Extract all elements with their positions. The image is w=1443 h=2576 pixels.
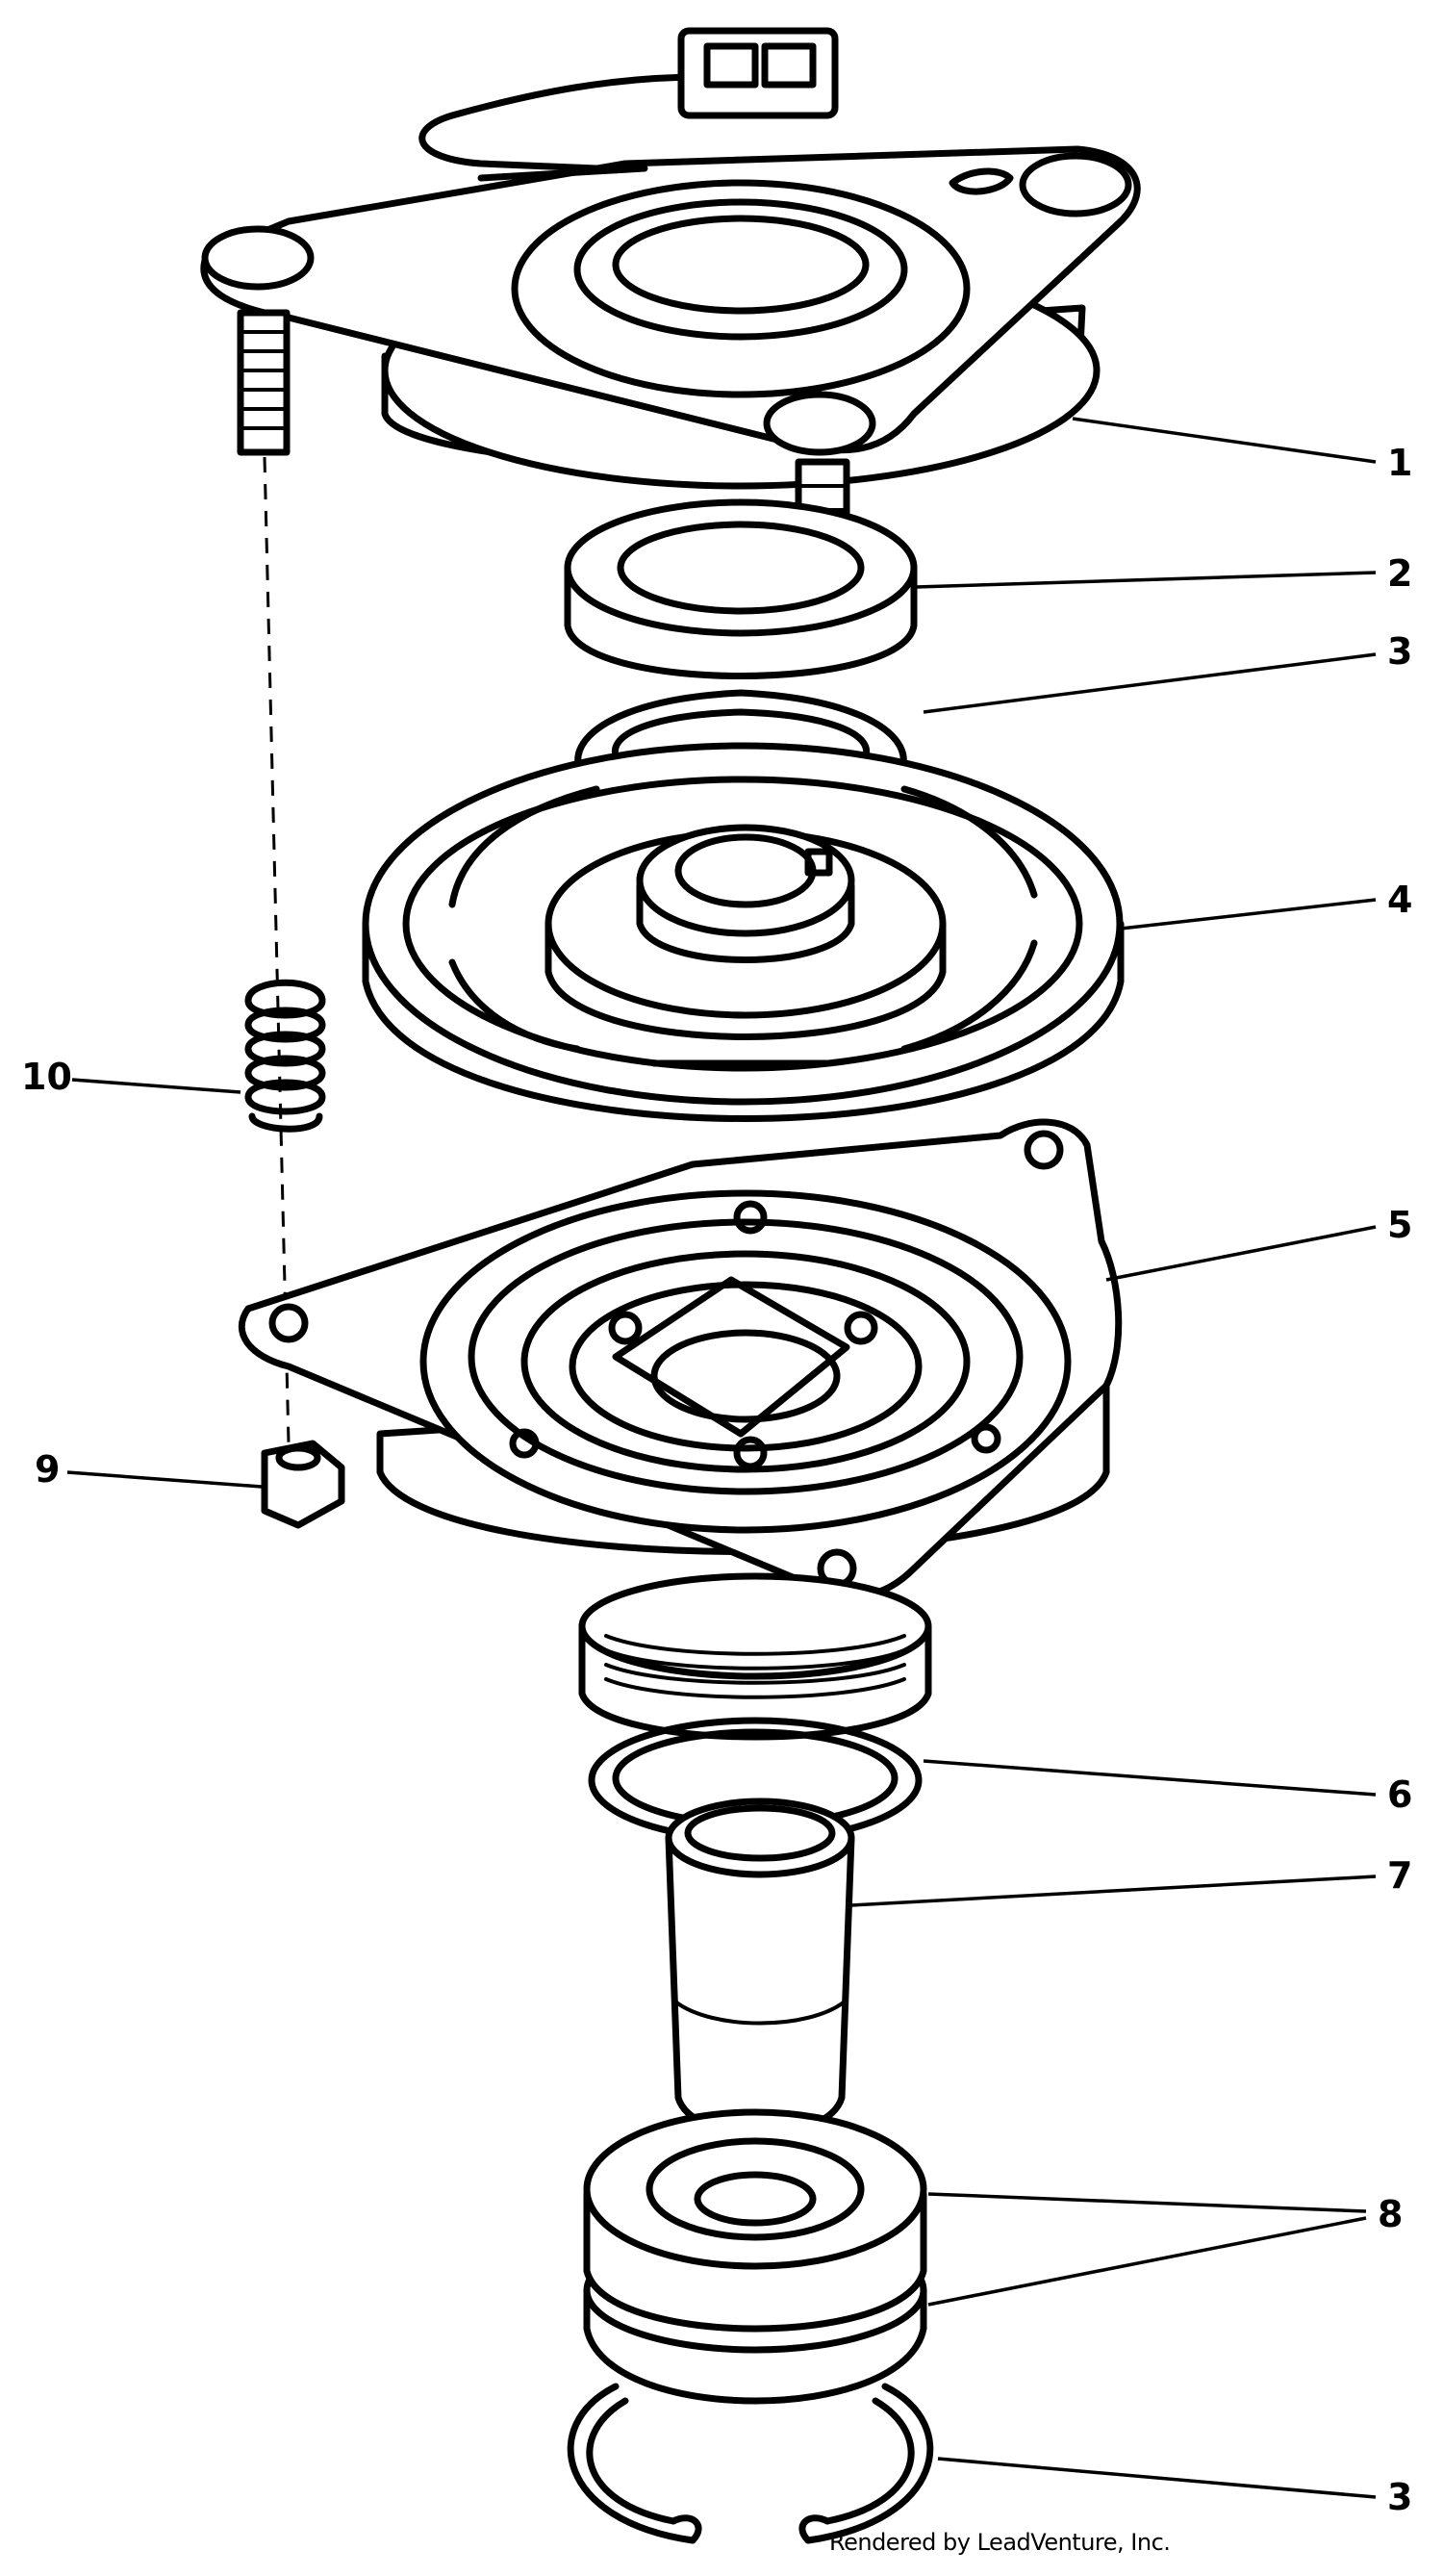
part-8-bearings [583,2108,927,2405]
callout-2: 2 [1387,552,1413,595]
callout-4: 4 [1387,879,1413,921]
callout-3-upper: 3 [1387,630,1413,673]
callout-5: 5 [1387,1204,1413,1246]
callout-6: 6 [1387,1773,1413,1816]
callout-10: 10 [21,1056,72,1098]
callout-8: 8 [1378,2193,1404,2235]
callout-9: 9 [35,1448,61,1491]
callout-3-lower: 3 [1387,2476,1413,2518]
part-4-rotor [362,742,1125,1122]
callout-7: 7 [1387,1854,1413,1897]
part-9-nut [261,1440,345,1529]
part-2-bearing [564,498,918,679]
leader-lines [66,417,1377,2499]
part-5-brake-plate [238,1118,1123,1599]
render-credit: Rendered by LeadVenture, Inc. [829,2529,1171,2556]
part-1-field-housing [200,27,1141,634]
callout-1: 1 [1387,442,1413,484]
part-10-spring [244,979,326,1133]
threaded-hub [578,1572,932,1741]
part-3-retaining-ring-lower [567,2383,934,2544]
part-7-spacer-shaft [665,1798,855,2137]
alignment-line [263,456,291,1444]
